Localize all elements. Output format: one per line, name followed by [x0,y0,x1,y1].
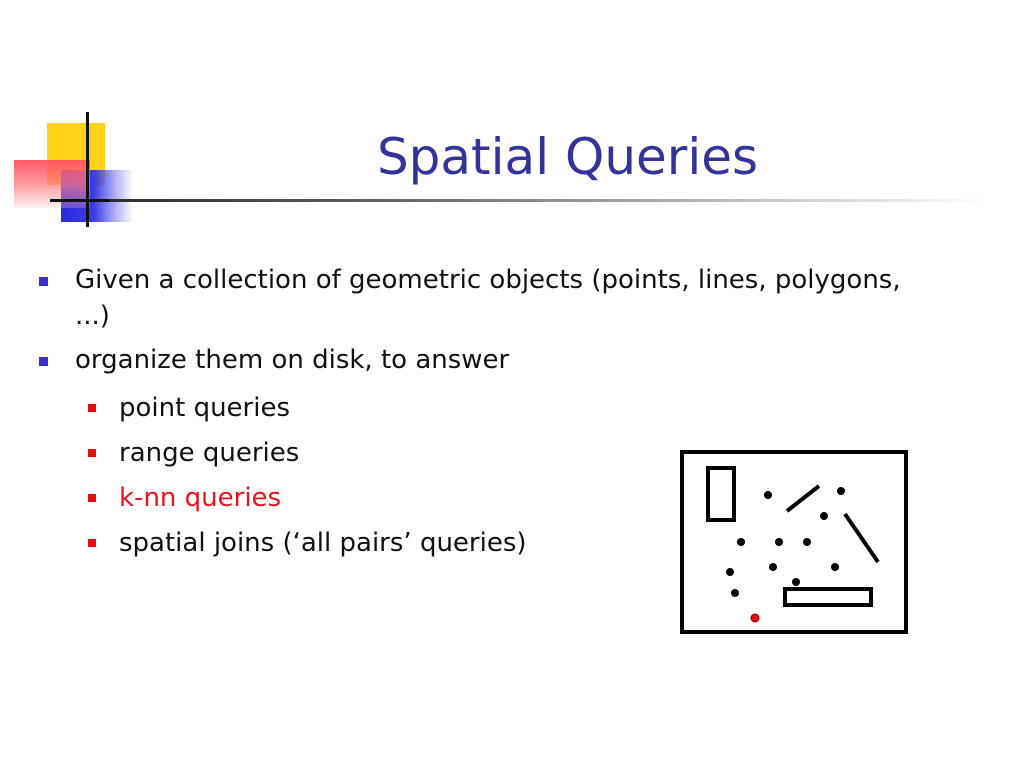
point-object [764,491,772,499]
point-object [769,563,777,571]
bullet-text: Given a collection of geometric objects … [75,265,901,331]
sub-bullet-text: point queries [119,393,291,423]
bullet-item: organize them on disk, to answer [35,342,915,378]
point-object [831,563,839,571]
title-underline [110,199,990,202]
spatial-objects-figure [680,450,908,634]
point-object [837,487,845,495]
bullet-square-icon [39,357,48,366]
point-object [737,538,745,546]
sub-bullet-item-highlighted: k-nn queries [50,480,650,516]
sub-bullet-square-icon [88,449,96,457]
sub-bullet-square-icon [88,539,96,547]
logo-vertical-line [86,112,89,227]
line-segment-object [843,512,880,564]
sub-bullet-square-icon [88,494,96,502]
point-object [775,538,783,546]
sub-bullet-text: range queries [119,438,300,468]
query-point [750,613,760,623]
point-object [731,589,739,597]
wide-rectangle-object [783,587,873,607]
sub-bullet-item: point queries [50,390,650,426]
bullet-item: Given a collection of geometric objects … [35,262,915,334]
sub-bullet-text: k-nn queries [119,483,282,513]
sub-bullet-square-icon [88,404,96,412]
sub-bullet-item: spatial joins (‘all pairs’ queries) [50,525,650,561]
bullet-text: organize them on disk, to answer [75,345,510,375]
sub-bullet-list: point queries range queries k-nn queries… [50,390,650,570]
point-object [726,568,734,576]
sub-bullet-text: spatial joins (‘all pairs’ queries) [119,528,527,558]
point-object [820,512,828,520]
tall-rectangle-object [706,466,736,522]
decorative-logo [0,0,160,240]
sub-bullet-item: range queries [50,435,650,471]
line-segment-object [785,484,821,513]
bullet-list: Given a collection of geometric objects … [35,262,915,386]
slide-title: Spatial Queries [376,128,759,186]
logo-horizontal-line [50,199,112,202]
point-object [803,538,811,546]
bullet-square-icon [39,277,48,286]
figure-frame [680,450,908,634]
point-object [792,578,800,586]
